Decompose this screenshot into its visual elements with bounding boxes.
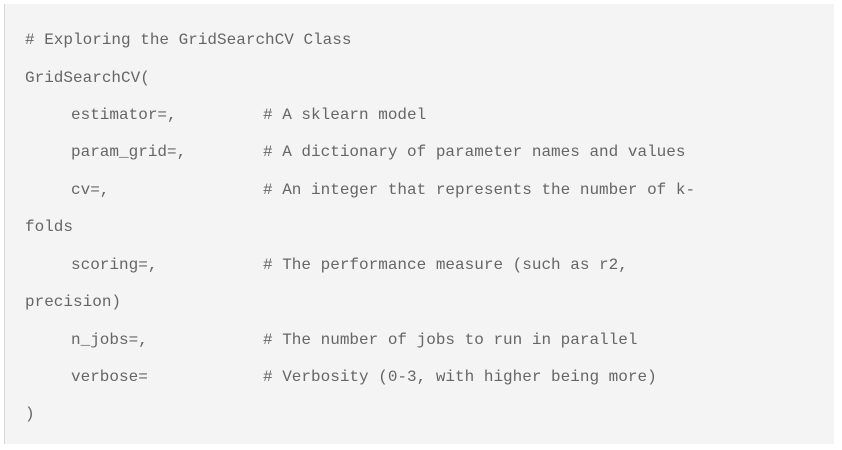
comment-n-jobs: # The number of jobs to run in parallel xyxy=(263,331,638,349)
comment-cv-wrap: folds xyxy=(25,218,74,236)
comment-verbose: # Verbosity (0-3, with higher being more… xyxy=(263,368,657,386)
code-block: # Exploring the GridSearchCV Class GridS… xyxy=(4,4,834,444)
comment-scoring-wrap: precision) xyxy=(25,293,122,311)
param-scoring: scoring=, xyxy=(71,256,158,274)
code-call-close: ) xyxy=(25,405,35,423)
param-verbose: verbose= xyxy=(71,368,148,386)
param-n-jobs: n_jobs=, xyxy=(71,331,148,349)
comment-estimator: # A sklearn model xyxy=(263,106,427,124)
comment-cv: # An integer that represents the number … xyxy=(263,181,696,199)
param-param-grid: param_grid=, xyxy=(71,143,187,161)
code-call-open: GridSearchCV( xyxy=(25,69,150,87)
param-estimator: estimator=, xyxy=(71,106,177,124)
comment-param-grid: # A dictionary of parameter names and va… xyxy=(263,143,686,161)
code-comment-header: # Exploring the GridSearchCV Class xyxy=(25,31,352,49)
comment-scoring: # The performance measure (such as r2, xyxy=(263,256,628,274)
param-cv: cv=, xyxy=(71,181,110,199)
